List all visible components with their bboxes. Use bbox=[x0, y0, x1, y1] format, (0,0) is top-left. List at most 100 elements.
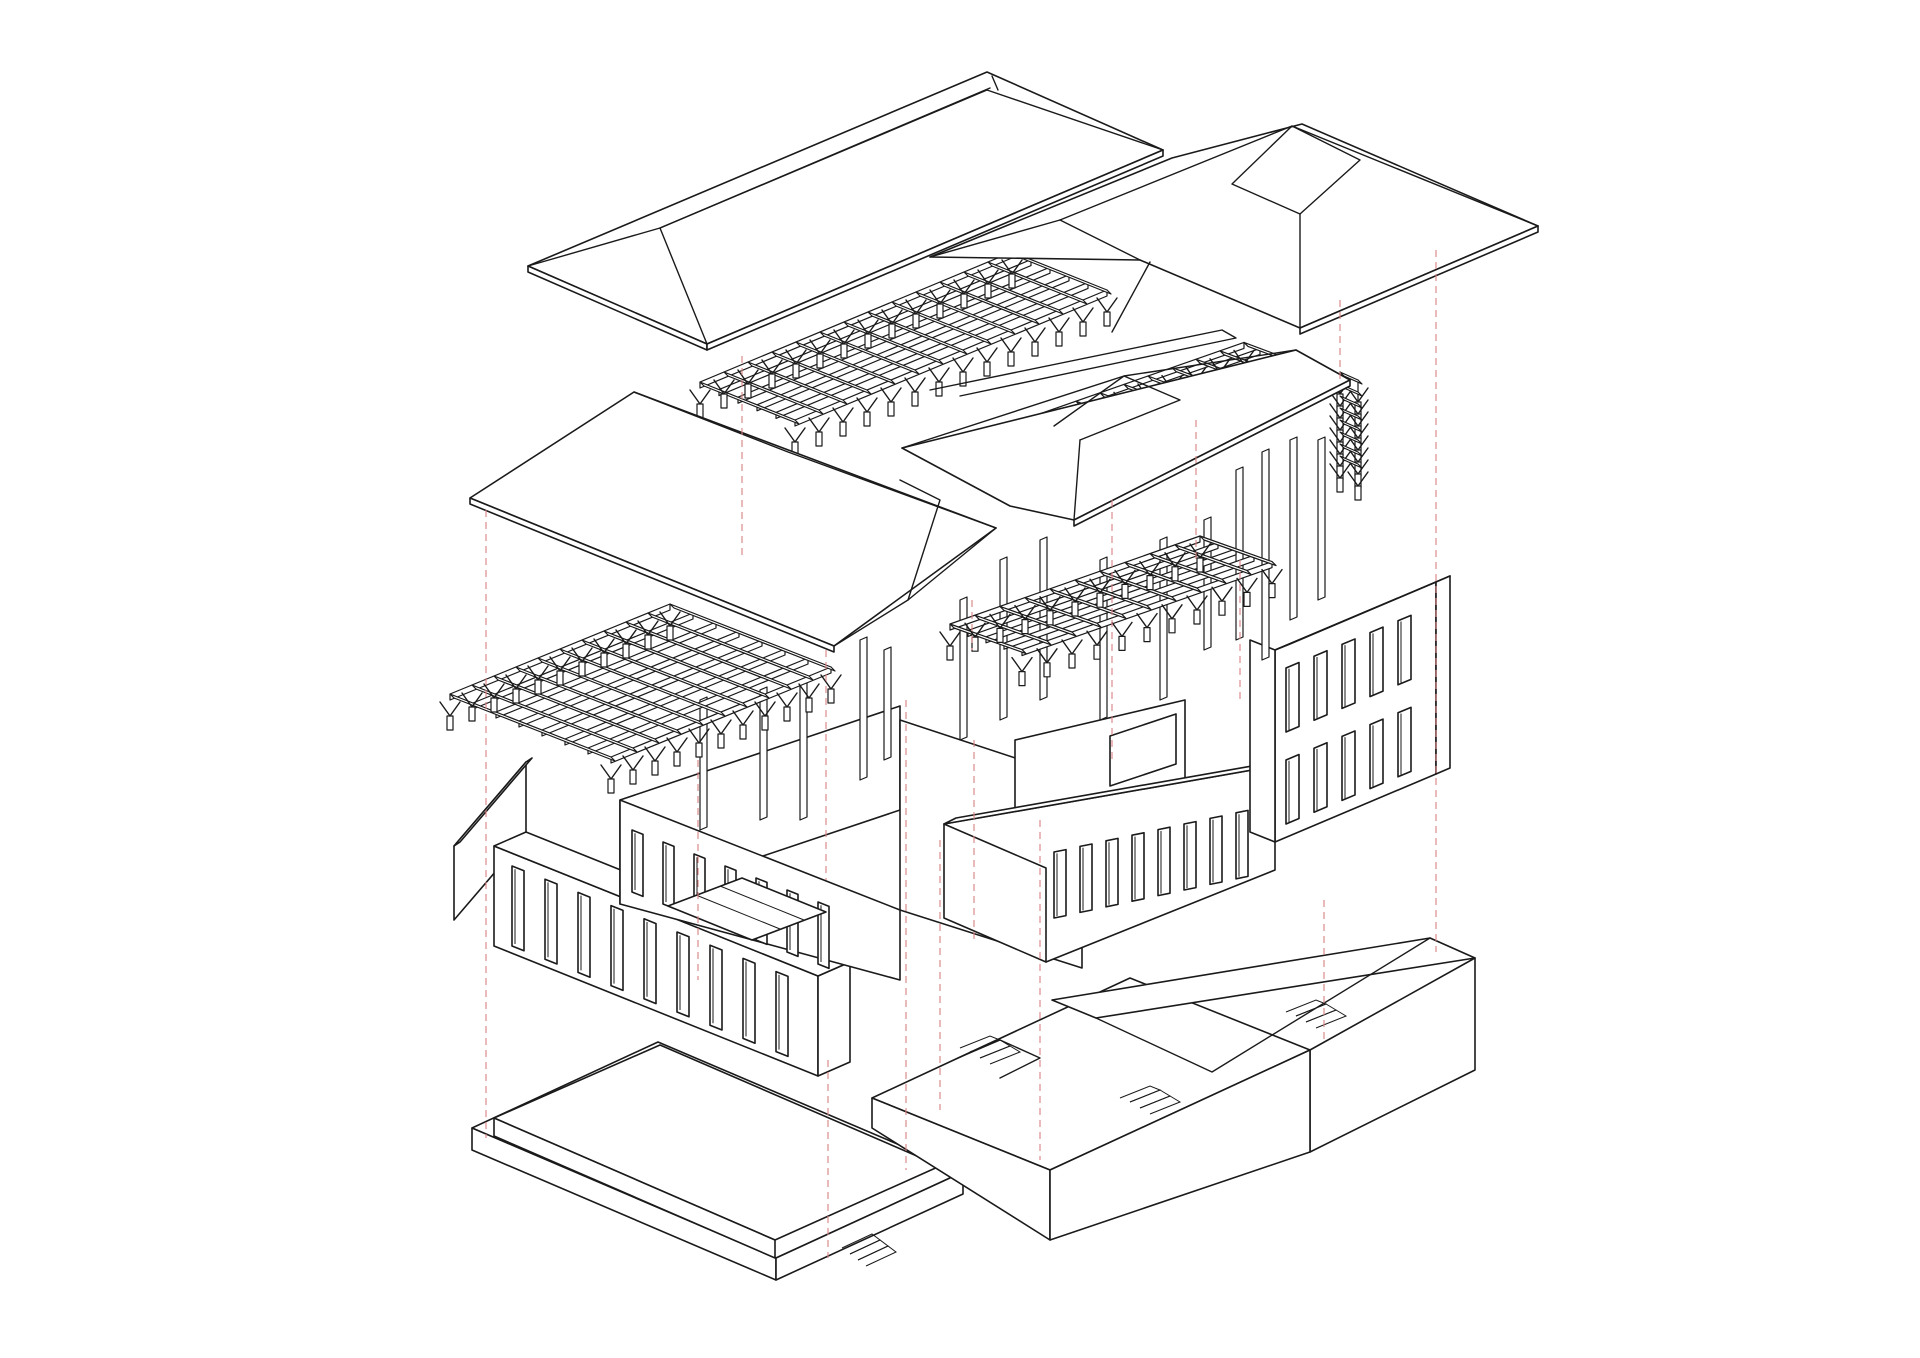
wall-opening bbox=[1285, 753, 1300, 825]
timber-bracket bbox=[928, 367, 950, 383]
left-platform bbox=[471, 1041, 964, 1281]
timber-post-stub bbox=[936, 303, 944, 319]
timber-joist bbox=[1174, 544, 1252, 576]
wall-opening bbox=[742, 957, 756, 1044]
timber-post-stub bbox=[805, 697, 813, 713]
wall-opening bbox=[610, 904, 624, 992]
timber-post-stub bbox=[1218, 600, 1226, 616]
plinth-layer bbox=[471, 937, 1476, 1281]
right-front-wall bbox=[943, 759, 1287, 963]
timber-post-stub bbox=[1193, 609, 1201, 625]
wall-opening bbox=[775, 970, 789, 1058]
timber-post-stub bbox=[1018, 670, 1026, 687]
timber-frames-layer bbox=[439, 251, 1369, 794]
timber-post-stub bbox=[946, 645, 954, 661]
timber-post-stub bbox=[827, 688, 835, 704]
wall-opening bbox=[631, 829, 644, 898]
wall-opening bbox=[577, 891, 591, 979]
timber-bracket bbox=[776, 692, 798, 708]
timber-post-stub bbox=[912, 313, 920, 329]
timber-bracket bbox=[689, 389, 711, 405]
timber-beam bbox=[794, 289, 1108, 427]
wall-opening bbox=[1341, 638, 1356, 710]
timber-post-stub bbox=[720, 393, 728, 409]
timber-post-stub bbox=[1008, 273, 1016, 289]
timber-post-stub bbox=[840, 343, 848, 359]
wall-opening bbox=[1053, 848, 1067, 919]
timber-post-stub bbox=[1079, 321, 1087, 337]
timber-bracket bbox=[600, 764, 622, 780]
timber-post-stub bbox=[644, 634, 652, 650]
timber-joist bbox=[1339, 395, 1363, 409]
timber-post-stub bbox=[815, 431, 823, 447]
timber-post-stub bbox=[996, 627, 1004, 644]
timber-post-stub bbox=[1243, 591, 1251, 608]
timber-bracket bbox=[1111, 621, 1133, 638]
wall-opening bbox=[1397, 614, 1412, 686]
timber-joist bbox=[1339, 371, 1363, 385]
timber-post-stub bbox=[1168, 618, 1176, 634]
timber-bracket bbox=[1024, 327, 1046, 343]
timber-post-stub bbox=[534, 679, 542, 695]
timber-post bbox=[1289, 436, 1298, 621]
timber-post-stub bbox=[744, 383, 752, 399]
timber-post-stub bbox=[1103, 311, 1111, 327]
wall-opening bbox=[1183, 820, 1197, 891]
lower-right-timber-frame bbox=[939, 535, 1283, 687]
timber-bracket bbox=[880, 387, 902, 403]
timber-post-stub bbox=[816, 353, 824, 369]
timber-post-stub bbox=[1096, 592, 1104, 608]
timber-beam bbox=[949, 535, 1201, 631]
timber-post-stub bbox=[1071, 601, 1079, 617]
timber-post-stub bbox=[1146, 574, 1154, 591]
timber-post-stub bbox=[761, 715, 769, 731]
wall-opening bbox=[662, 841, 675, 910]
timber-post bbox=[959, 596, 968, 741]
timber-post-stub bbox=[600, 652, 608, 668]
timber-post-stub bbox=[768, 373, 776, 389]
timber-post bbox=[699, 696, 708, 831]
wall-opening bbox=[544, 878, 558, 965]
timber-bracket bbox=[808, 417, 830, 433]
timber-bracket bbox=[1136, 612, 1158, 629]
wall-opening bbox=[1341, 730, 1356, 802]
timber-post-stub bbox=[1046, 610, 1054, 626]
timber-bracket bbox=[1211, 586, 1233, 602]
timber-post-stub bbox=[863, 411, 871, 427]
timber-post-stub bbox=[1196, 557, 1204, 573]
timber-post-stub bbox=[607, 778, 615, 794]
roof-mid-left bbox=[469, 391, 997, 653]
timber-post-stub bbox=[1043, 662, 1051, 678]
wall-opening bbox=[1157, 826, 1171, 897]
timber-bracket bbox=[644, 746, 666, 762]
wall-opening bbox=[1313, 741, 1328, 814]
timber-post bbox=[1261, 448, 1270, 661]
timber-post-stub bbox=[1055, 331, 1063, 347]
side-wall-panel-edge bbox=[453, 757, 533, 847]
timber-joist bbox=[1339, 455, 1363, 469]
timber-bracket bbox=[1000, 337, 1022, 353]
timber-post-stub bbox=[1031, 341, 1039, 357]
right-eave-brackets bbox=[1329, 371, 1369, 501]
timber-bracket bbox=[856, 397, 878, 413]
timber-post-stub bbox=[1021, 618, 1029, 635]
timber-bracket bbox=[820, 674, 842, 690]
alignment-guides bbox=[485, 250, 1437, 1258]
timber-post bbox=[1317, 436, 1326, 601]
roof-layer bbox=[469, 71, 1539, 653]
timber-post-stub bbox=[911, 391, 919, 407]
timber-bracket bbox=[952, 357, 974, 373]
timber-joist bbox=[987, 261, 1088, 305]
timber-post-stub bbox=[984, 283, 992, 299]
timber-joist bbox=[1339, 407, 1363, 421]
wall-opening bbox=[1369, 718, 1384, 790]
timber-bracket bbox=[939, 631, 961, 647]
wall-opening bbox=[1397, 706, 1412, 778]
timber-joist bbox=[1339, 419, 1363, 433]
wall-opening bbox=[1313, 649, 1328, 722]
timber-post-stub bbox=[695, 742, 703, 758]
timber-bracket bbox=[1096, 297, 1118, 313]
timber-post-stub bbox=[783, 706, 791, 722]
upper-left-timber-frame bbox=[689, 251, 1118, 457]
